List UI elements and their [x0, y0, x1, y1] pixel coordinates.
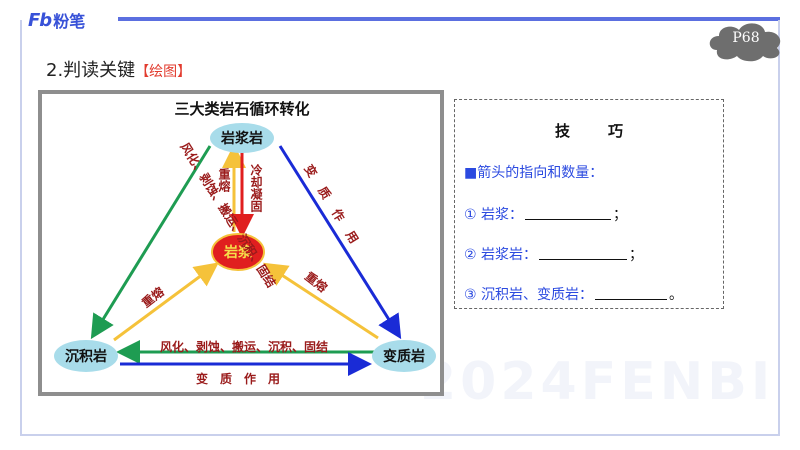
answer-blank-2[interactable] [539, 258, 628, 260]
tips-item-2: ② 岩浆岩： ； [464, 244, 643, 264]
tips-item-3: ③ 沉积岩、变质岩： 。 [464, 284, 683, 304]
node-igneous-label: 岩浆岩 [220, 130, 263, 147]
rock-cycle-svg: 三大类岩石循环转化 岩浆岩 岩浆 沉积岩 变质岩 风化、剥蚀、搬运、沉积、固结 … [54, 100, 436, 386]
node-sedimentary [54, 340, 118, 372]
arrow-sedimentary-remelt [113, 262, 219, 342]
tips-item-2-label: ② 岩浆岩： [464, 247, 538, 263]
brand-name: 粉笔 [53, 12, 86, 31]
diagram-title: 三大类岩石循环转化 [174, 100, 309, 118]
tips-item-2-end: ； [629, 247, 644, 263]
page-number: P68 [732, 30, 760, 46]
node-igneous [210, 123, 274, 153]
arrow-igneous-to-sedimentary [90, 145, 212, 340]
answer-blank-1[interactable] [525, 218, 612, 220]
arrow-igneous-to-metamorphic [278, 145, 402, 340]
node-metamorphic-label: 变质岩 [383, 348, 425, 365]
label-bottom-lower: 变质作用 [196, 371, 292, 386]
section-heading: 2.判读关键【绘图】 [46, 56, 191, 82]
heading-text: 2.判读关键 [46, 60, 136, 81]
heading-tag: 【绘图】 [135, 64, 192, 80]
node-magma-label: 岩浆 [223, 244, 253, 261]
tips-item-1: ① 岩浆： ； [464, 204, 627, 224]
brand-mark: Fb [28, 9, 52, 31]
rock-cycle-diagram: 三大类岩石循环转化 岩浆岩 岩浆 沉积岩 变质岩 风化、剥蚀、搬运、沉积、固结 … [38, 90, 444, 396]
tips-item-1-label: ① 岩浆： [464, 207, 524, 223]
page-badge: P68 [705, 20, 787, 68]
slide-frame [20, 20, 780, 436]
watermark: 2024FENBI [420, 352, 775, 412]
node-metamorphic [372, 340, 436, 372]
arrow-metamorphic-remelt [262, 262, 379, 340]
tips-box: 技巧 ■箭头的指向和数量： ① 岩浆： ； ② 岩浆岩： ； ③ 沉积岩、变质岩： 。 [454, 99, 724, 309]
label-vert-left: 重熔 [217, 167, 231, 193]
label-bottom-upper: 风化、剥蚀、搬运、沉积、固结 [160, 339, 328, 354]
label-vert-right: 冷却凝固 [249, 163, 263, 213]
node-sedimentary-label: 沉积岩 [65, 348, 107, 365]
tips-item-1-end: ； [613, 207, 628, 223]
node-magma [211, 233, 265, 271]
label-right-side: 变质作用 [301, 162, 369, 258]
header-rule [118, 17, 780, 21]
tips-title: 技巧 [554, 122, 661, 140]
brand-logo: Fb 粉笔 [28, 8, 85, 32]
answer-blank-3[interactable] [595, 298, 668, 300]
tips-item-3-label: ③ 沉积岩、变质岩： [464, 287, 594, 303]
label-diag-left: 重熔 [139, 283, 168, 310]
tips-item-3-end: 。 [669, 287, 684, 303]
tips-intro: ■箭头的指向和数量： [464, 165, 604, 181]
cloud-icon [709, 23, 781, 62]
